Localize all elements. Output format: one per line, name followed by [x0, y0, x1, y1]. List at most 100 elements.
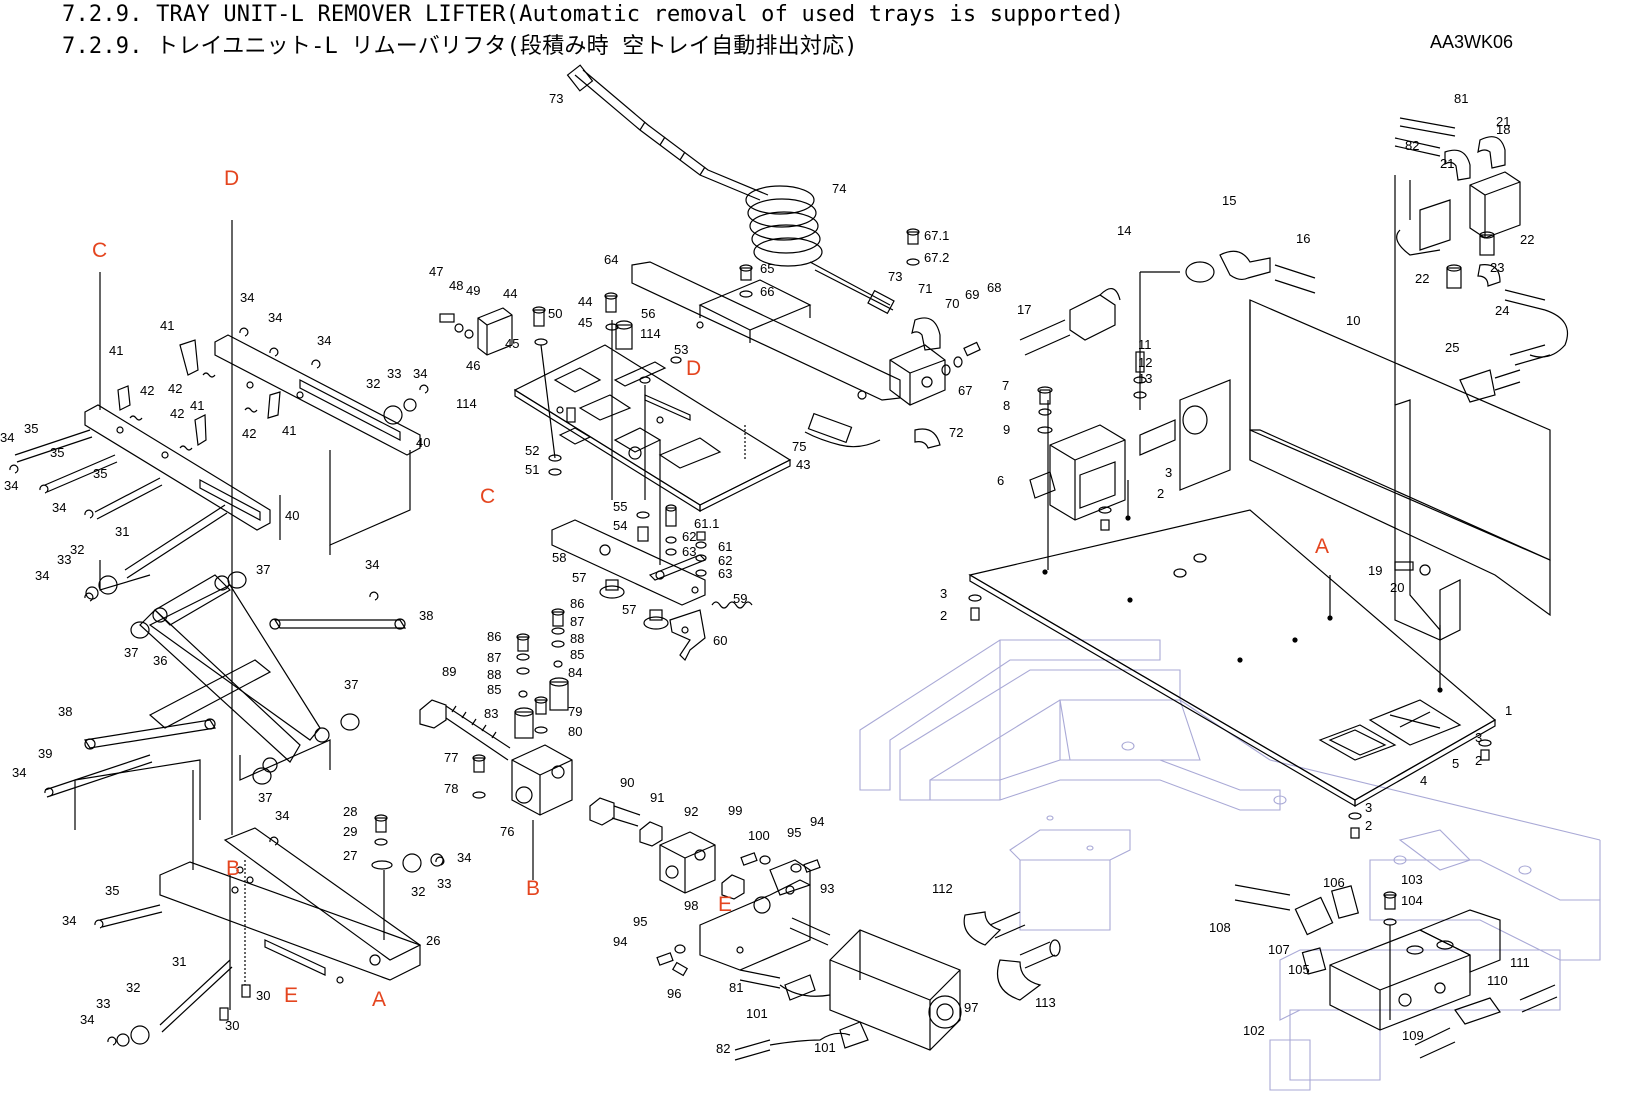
part-number-47: 47 [429, 264, 443, 279]
part-number-23: 23 [1490, 260, 1504, 275]
part-number-90: 90 [620, 775, 634, 790]
part-number-96: 96 [667, 986, 681, 1001]
part-number-113: 113 [1035, 995, 1056, 1010]
part-number-67-1: 67.1 [924, 228, 949, 243]
part-number-3: 3 [1475, 730, 1482, 745]
title-japanese: 7.2.9. トレイユニット-L リムーバリフタ(段積み時 空トレイ自動排出対応… [62, 34, 858, 59]
part-number-36: 36 [153, 653, 167, 668]
part-number-22: 22 [1415, 271, 1429, 286]
part-number-34: 34 [317, 333, 331, 348]
part-number-62: 62 [718, 553, 732, 568]
part-number-114: 114 [456, 396, 477, 411]
part-number-33: 33 [387, 366, 401, 381]
part-number-52: 52 [525, 443, 539, 458]
part-number-13: 13 [1138, 371, 1152, 386]
part-number-31: 31 [115, 524, 129, 539]
part-number-69: 69 [965, 287, 979, 302]
part-number-37: 37 [124, 645, 138, 660]
part-number-34: 34 [268, 310, 282, 325]
part-number-87: 87 [570, 614, 584, 629]
part-number-2: 2 [1475, 753, 1482, 768]
part-number-35: 35 [93, 466, 107, 481]
part-number-34: 34 [52, 500, 66, 515]
part-number-34: 34 [0, 430, 14, 445]
part-number-34: 34 [413, 366, 427, 381]
part-number-59: 59 [733, 591, 747, 606]
part-number-34: 34 [62, 913, 76, 928]
part-number-34: 34 [80, 1012, 94, 1027]
part-number-81: 81 [1454, 91, 1468, 106]
base-plate-assembly [968, 299, 1551, 839]
part-number-22: 22 [1520, 232, 1534, 247]
part-number-30: 30 [225, 1018, 239, 1033]
part-number-71: 71 [918, 281, 932, 296]
part-number-7: 7 [1002, 378, 1009, 393]
part-number-64: 64 [604, 252, 618, 267]
part-number-42: 42 [242, 426, 256, 441]
valve-assembly-top-right [1019, 117, 1569, 410]
part-number-30: 30 [256, 988, 270, 1003]
part-number-38: 38 [419, 608, 433, 623]
part-number-88: 88 [570, 631, 584, 646]
part-number-95: 95 [787, 825, 801, 840]
part-number-108: 108 [1209, 920, 1231, 935]
part-number-33: 33 [57, 552, 71, 567]
part-number-34: 34 [4, 478, 18, 493]
part-number-37: 37 [344, 677, 358, 692]
part-number-101: 101 [814, 1040, 836, 1055]
part-number-2: 2 [940, 608, 947, 623]
part-number-58: 58 [552, 550, 566, 565]
section-letter-e: E [284, 984, 298, 1007]
part-number-45: 45 [505, 336, 519, 351]
part-number-61-1: 61.1 [694, 516, 719, 531]
part-number-9: 9 [1003, 422, 1010, 437]
part-number-88: 88 [487, 667, 501, 682]
part-number-27: 27 [343, 848, 357, 863]
part-number-67: 67 [958, 383, 972, 398]
part-number-44: 44 [578, 294, 592, 309]
part-number-24: 24 [1495, 303, 1509, 318]
part-number-55: 55 [613, 499, 627, 514]
part-number-57: 57 [572, 570, 586, 585]
part-number-74: 74 [832, 181, 846, 196]
part-number-44: 44 [503, 286, 517, 301]
part-number-29: 29 [343, 824, 357, 839]
part-number-67-2: 67.2 [924, 250, 949, 265]
part-number-42: 42 [140, 383, 154, 398]
part-number-62: 62 [682, 529, 696, 544]
part-number-11: 11 [1138, 337, 1152, 352]
part-number-109: 109 [1402, 1028, 1424, 1043]
part-number-5: 5 [1452, 756, 1459, 771]
part-number-34: 34 [12, 765, 26, 780]
part-number-41: 41 [190, 398, 204, 413]
part-number-54: 54 [613, 518, 627, 533]
ghost-frame [859, 639, 1601, 1091]
section-letter-a: A [1315, 535, 1329, 558]
part-number-106: 106 [1323, 875, 1345, 890]
part-number-31: 31 [172, 954, 186, 969]
section-letter-d: D [224, 167, 239, 190]
part-number-2: 2 [1157, 486, 1164, 501]
part-number-10: 10 [1346, 313, 1360, 328]
part-number-100: 100 [748, 828, 770, 843]
part-number-56: 56 [641, 306, 655, 321]
part-number-68: 68 [987, 280, 1001, 295]
part-number-99: 99 [728, 803, 742, 818]
part-number-48: 48 [449, 278, 463, 293]
part-number-labels: 1222233334567891011121314151617181920212… [0, 91, 1534, 1056]
part-number-43: 43 [796, 457, 810, 472]
part-number-41: 41 [109, 343, 123, 358]
clamp-block-assembly [419, 608, 573, 880]
part-number-6: 6 [997, 473, 1004, 488]
section-letter-d: D [686, 357, 701, 380]
part-number-94: 94 [613, 934, 627, 949]
part-number-95: 95 [633, 914, 647, 929]
scissor-lifter-assembly [9, 220, 445, 1047]
part-number-102: 102 [1243, 1023, 1265, 1038]
part-number-111: 111 [1510, 955, 1530, 970]
part-number-66: 66 [760, 284, 774, 299]
section-letter-b: B [226, 857, 240, 880]
part-number-32: 32 [411, 884, 425, 899]
part-number-49: 49 [466, 283, 480, 298]
